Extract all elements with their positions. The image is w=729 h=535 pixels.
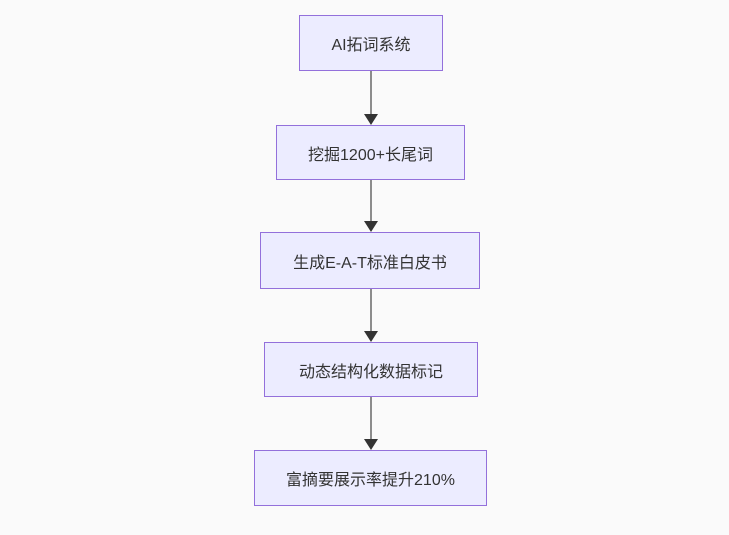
arrowhead-down-icon xyxy=(363,114,378,125)
arrow-line xyxy=(369,397,372,439)
flow-arrow-4 xyxy=(363,397,378,450)
arrow-line xyxy=(369,71,372,114)
flow-arrow-2 xyxy=(363,180,378,232)
arrow-line xyxy=(369,180,372,221)
flow-arrow-3 xyxy=(363,289,378,342)
arrowhead-down-icon xyxy=(363,439,378,450)
arrowhead-down-icon xyxy=(363,331,378,342)
flowchart-node-ai-word-expansion-system: AI拓词系统 xyxy=(299,15,443,71)
flowchart-node-eat-whitepaper-generation: 生成E-A-T标准白皮书 xyxy=(260,232,480,289)
arrow-line xyxy=(369,289,372,331)
flowchart-node-longtail-keyword-mining: 挖掘1200+长尾词 xyxy=(276,125,465,180)
arrowhead-down-icon xyxy=(363,221,378,232)
flow-arrow-1 xyxy=(363,71,378,125)
flowchart-node-dynamic-structured-data-markup: 动态结构化数据标记 xyxy=(264,342,478,397)
flowchart-node-rich-snippet-rate-increase: 富摘要展示率提升210% xyxy=(254,450,487,506)
